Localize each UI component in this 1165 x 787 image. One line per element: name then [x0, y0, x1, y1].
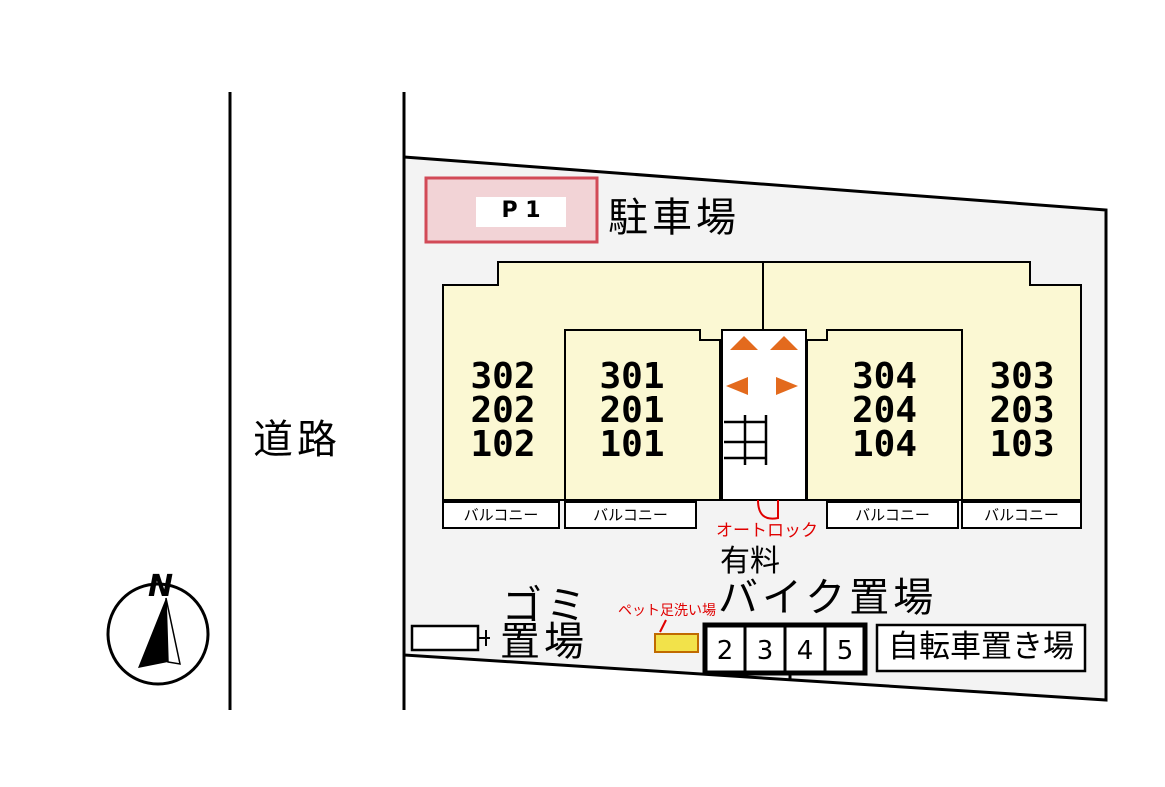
parking-space-label-bg: [476, 197, 566, 227]
direction-arrows: [726, 336, 798, 395]
unit-101: 101: [599, 424, 665, 465]
balcony-3: [826, 501, 959, 529]
compass-icon: [106, 582, 210, 686]
bike-parking-label: バイク置場: [718, 575, 938, 621]
paid-label: 有料: [720, 544, 780, 579]
road-label: 道路: [253, 417, 341, 463]
units-column-1: 302 202 102: [445, 356, 561, 465]
bike-slot-4: 4: [796, 636, 814, 666]
balcony-4: [961, 501, 1082, 529]
unit-303: 303: [989, 356, 1055, 397]
stairs-icon: [724, 415, 768, 465]
pet-wash-area: [654, 633, 699, 653]
autolock-label: オートロック: [716, 521, 818, 541]
garbage-label-line2: 置場: [500, 619, 588, 665]
unit-104: 104: [851, 424, 918, 465]
unit-204: 204: [851, 390, 918, 431]
bicycle-parking: [875, 623, 1087, 673]
balcony-label-1: バルコニー: [463, 506, 539, 524]
unit-102: 102: [470, 424, 536, 465]
balcony-label-3: バルコニー: [855, 506, 930, 524]
unit-304: 304: [851, 356, 918, 397]
compass-north-label: N: [148, 569, 174, 604]
balcony-1: [442, 501, 560, 529]
bike-slot-2: 2: [716, 636, 734, 666]
units-column-4: 303 203 103: [966, 356, 1078, 465]
bicycle-parking-label: 自転車置き場: [888, 629, 1074, 665]
balcony-label-4: バルコニー: [984, 506, 1059, 524]
balcony-label-2: バルコニー: [593, 506, 668, 524]
bike-slot-5: 5: [836, 636, 854, 666]
parking-label: 駐車場: [608, 195, 740, 241]
unit-203: 203: [989, 390, 1055, 431]
pet-wash-label: ペット足洗い場: [618, 603, 716, 619]
units-column-2: 301 201 101: [572, 356, 692, 465]
garbage-label-line1: ゴミ: [502, 583, 590, 629]
unit-201: 201: [599, 390, 665, 431]
unit-301: 301: [599, 356, 665, 397]
unit-103: 103: [989, 424, 1055, 465]
garbage-station: [410, 624, 480, 652]
units-column-3: 304 204 104: [822, 356, 947, 465]
unit-202: 202: [470, 390, 536, 431]
parking-space-label: P 1: [501, 198, 541, 223]
autolock-door-icon: [757, 499, 779, 520]
balcony-2: [564, 501, 697, 529]
unit-302: 302: [470, 356, 536, 397]
bike-slot-3: 3: [756, 636, 774, 666]
entrance-corridor: [721, 329, 807, 501]
